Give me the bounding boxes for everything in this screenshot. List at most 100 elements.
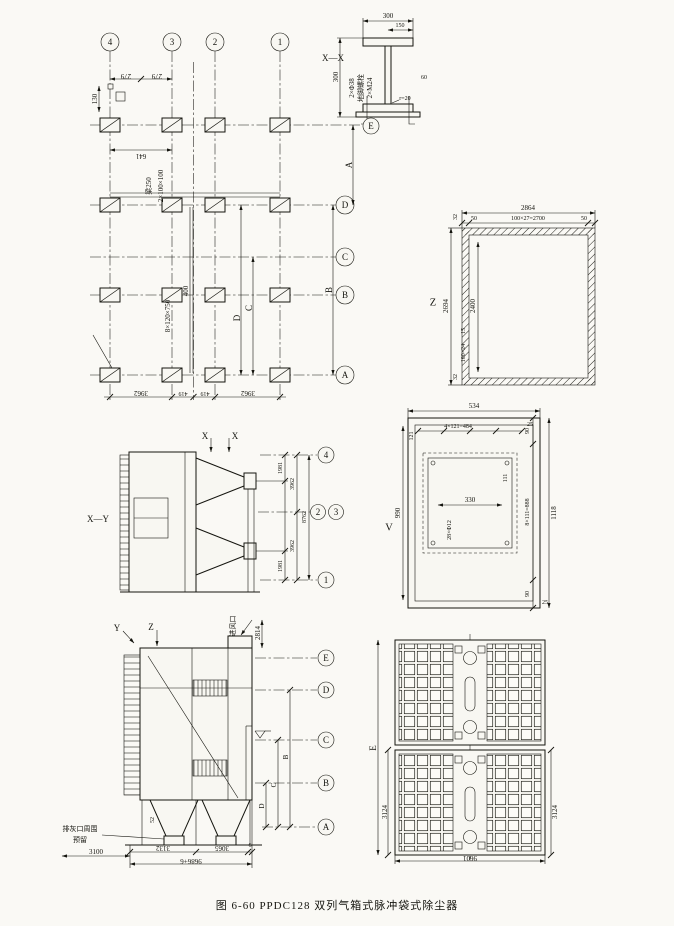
dim: D — [232, 314, 242, 321]
inlet-label: 进风口 — [229, 616, 237, 637]
holes-note: 28×Φ12 — [447, 520, 453, 540]
side-view-xy: X—Y X X 4 2 3 1 1981 1981 3962 3962 8762 — [87, 431, 344, 593]
figure-caption: 图 6-60 PPDC128 双列气箱式脉冲袋式除尘器 — [216, 898, 458, 912]
axis-bubble-A — [335, 365, 355, 385]
dim: 111 — [503, 474, 509, 483]
axis-label: D — [342, 200, 349, 210]
axis-label: 1 — [324, 575, 329, 585]
note: 排灰口周围 — [63, 824, 98, 833]
manifold-port — [463, 830, 477, 844]
bag-grid — [398, 643, 454, 742]
axis-label: D — [323, 685, 330, 695]
dim: 15 — [461, 328, 467, 334]
base-plate — [355, 111, 421, 118]
bag-bundle — [192, 759, 228, 777]
valve-slot — [464, 786, 476, 822]
dim: 2864 — [521, 204, 536, 212]
manifold-port — [463, 761, 477, 775]
hopper-outlet — [163, 835, 185, 846]
dim: 1981 — [278, 560, 284, 572]
axis-label: 3 — [334, 507, 339, 517]
dim: 9601 — [463, 854, 478, 862]
dim: 52 — [150, 817, 156, 823]
axis-label: 2 — [316, 507, 321, 517]
opening — [427, 457, 513, 549]
dim: 330 — [465, 496, 476, 504]
dim: 6 — [249, 843, 252, 849]
section-title: X—X — [322, 53, 344, 63]
axis-label: 1 — [278, 37, 283, 47]
dim: 130 — [91, 93, 99, 104]
bottom-flange — [362, 103, 414, 113]
dim: 534 — [469, 402, 480, 410]
level-mark — [254, 730, 266, 739]
axis-bubble-3 — [328, 504, 344, 520]
dim: 25 — [527, 422, 533, 428]
dim: 279 — [151, 72, 162, 80]
dim: 641 — [135, 152, 146, 160]
beam-note: 梁250 — [144, 177, 153, 195]
hopper — [195, 457, 245, 506]
axis-bubble-3 — [162, 32, 182, 52]
dim: 90 — [525, 591, 531, 597]
axis-label: 2 — [213, 37, 218, 47]
section-z: 2864 32 50 100×27=2700 50 2694 Z 2400 15… — [430, 204, 599, 386]
dim: 4×121=484 — [444, 424, 472, 430]
dim: 50 — [581, 216, 587, 222]
column-bases — [99, 117, 291, 383]
anchor-bolt — [408, 96, 415, 125]
dim: 3962 — [134, 389, 149, 397]
axis-label: B — [342, 290, 348, 300]
bag-grid — [398, 753, 454, 852]
channel-note: 8×120×750 — [164, 299, 172, 332]
bolt-circle-line — [422, 452, 518, 554]
axis-label: E — [323, 653, 329, 663]
note: 预留 — [73, 835, 87, 844]
view-v: 330 28×Φ12 111 534 4×121=484 121 25 990 … — [385, 402, 558, 612]
view-label: V — [385, 523, 393, 534]
axis-bubble-1 — [317, 571, 335, 589]
axis-bubble-C — [335, 247, 355, 267]
dim: 279 — [120, 72, 131, 80]
dim: 3124 — [381, 805, 389, 820]
bolt-note: 2×M24 — [366, 77, 374, 98]
cut-label: X — [202, 431, 209, 441]
axis-label: A — [323, 822, 330, 832]
dim: 60 — [421, 75, 427, 81]
axis-bubble-E — [362, 117, 380, 135]
manifold-port — [463, 651, 477, 665]
dim: 100×24 — [461, 344, 467, 362]
axis-bubble-1 — [270, 32, 290, 52]
dim: 121 — [409, 432, 415, 441]
top-flange — [362, 37, 414, 47]
ladder-cage — [123, 654, 141, 796]
beam-section-detail: X—X 300 150 300 60 2×Φ38 地脚螺栓 2×M24 r=20… — [322, 12, 427, 135]
ladder — [119, 454, 130, 591]
valve-slot — [464, 676, 476, 712]
dim: 300 — [383, 12, 394, 20]
dim: 32 — [453, 374, 459, 380]
dim: 3065 — [215, 844, 230, 852]
top-view: E 3124 3124 9601 — [368, 634, 559, 864]
dim: 1118 — [550, 506, 558, 520]
axis-label: A — [342, 370, 349, 380]
dim: B — [324, 287, 334, 293]
dim: 419 — [201, 390, 210, 396]
dim: 300 — [332, 71, 340, 82]
axis-label: E — [368, 121, 374, 131]
dim: B — [282, 754, 290, 759]
dim: 3124 — [551, 805, 559, 820]
beam-note: 2×100×100 — [157, 169, 165, 202]
axis-label: C — [342, 252, 348, 262]
inlet-duct — [227, 635, 253, 649]
axis-bubble-4 — [100, 32, 120, 52]
dim: 3962 — [241, 389, 256, 397]
bolt-note: 2×Φ38 — [348, 78, 356, 98]
bag-grid — [486, 643, 542, 742]
manifold-port — [463, 720, 477, 734]
dim: 25 — [542, 600, 548, 606]
elevation-view: Y Z 进风口 2814 E D C B A B C D 52 排灰口周围 预留… — [61, 616, 335, 868]
hopper — [195, 527, 245, 576]
dim: 3962 — [290, 540, 296, 552]
